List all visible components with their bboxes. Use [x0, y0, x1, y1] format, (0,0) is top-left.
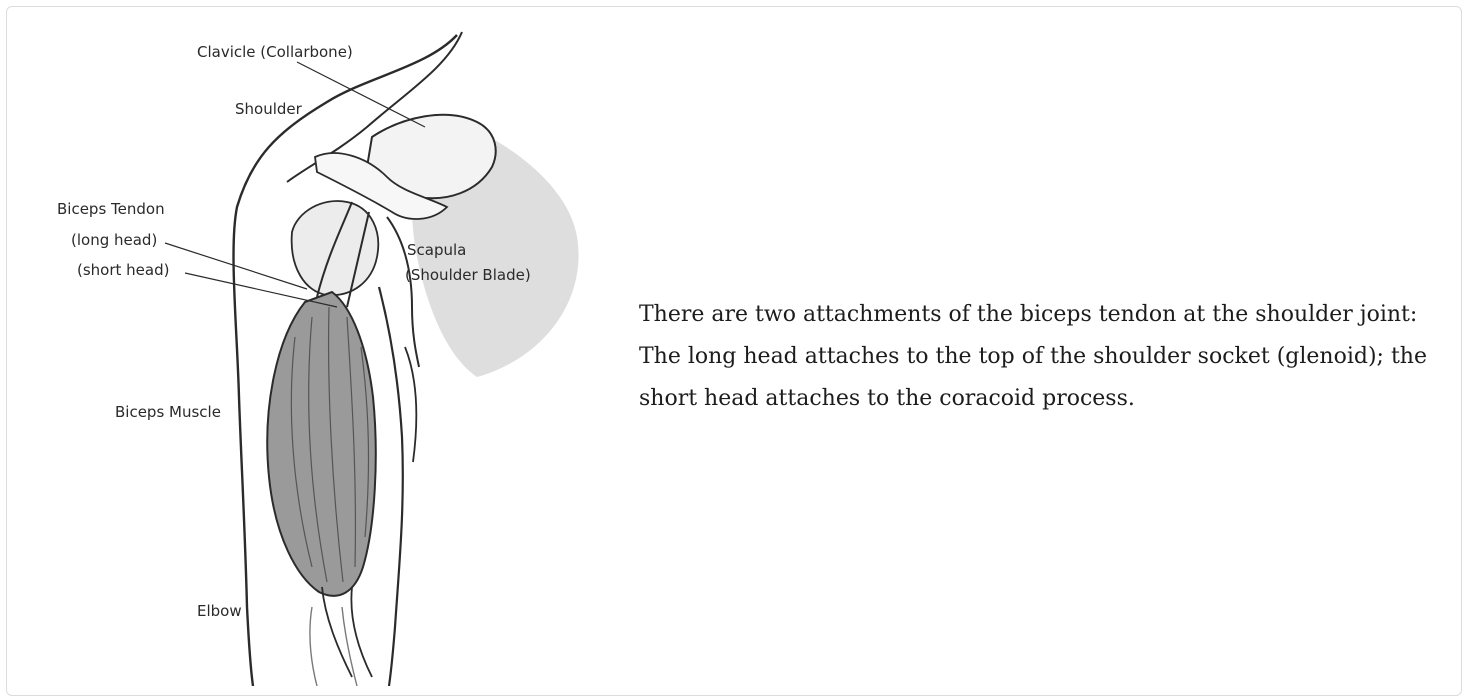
label-biceps-tendon: Biceps Tendon: [57, 202, 165, 217]
arm-outline-right: [379, 287, 403, 686]
label-shoulder-blade: (Shoulder Blade): [405, 268, 531, 283]
label-long-head: (long head): [71, 233, 157, 248]
label-scapula: Scapula: [407, 243, 466, 258]
triceps-contour: [405, 347, 416, 462]
label-elbow: Elbow: [197, 604, 242, 619]
leader-long-head: [165, 243, 307, 289]
label-short-head: (short head): [77, 263, 169, 278]
label-clavicle: Clavicle (Collarbone): [197, 45, 353, 60]
humeral-head: [292, 201, 379, 295]
figure-caption: There are two attachments of the biceps …: [639, 294, 1429, 420]
biceps-anatomy-illustration: Clavicle (Collarbone) Shoulder Biceps Te…: [7, 7, 617, 686]
label-shoulder: Shoulder: [235, 102, 302, 117]
label-biceps-muscle: Biceps Muscle: [115, 405, 221, 420]
distal-tendon: [322, 587, 372, 677]
content-card: Clavicle (Collarbone) Shoulder Biceps Te…: [6, 6, 1462, 696]
arm-drawing: [7, 7, 617, 686]
